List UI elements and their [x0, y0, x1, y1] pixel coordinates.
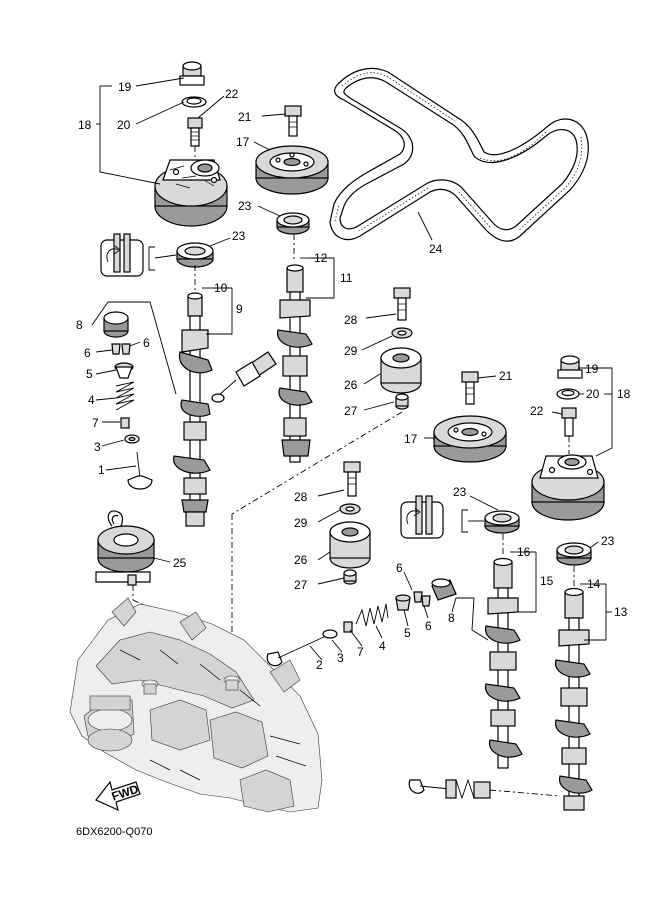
callout-26-upper: 26	[344, 378, 358, 392]
camshaft-right-a	[485, 534, 523, 769]
apply-grease-icon-right	[400, 495, 484, 539]
tensioner-parts-upper	[231, 287, 422, 676]
callout-17-right: 17	[404, 432, 418, 446]
fwd-label: FWD	[110, 782, 141, 804]
callout-12: 12	[314, 251, 328, 265]
callout-13: 13	[614, 605, 628, 619]
callout-29-upper: 29	[344, 344, 358, 358]
cam-pulley-right	[433, 371, 507, 463]
callout-19: 19	[118, 80, 132, 94]
camshaft-middle	[277, 234, 313, 463]
callout-4-lower: 4	[379, 639, 386, 653]
callout-18-right: 18	[617, 387, 631, 401]
callout-19-right: 19	[585, 362, 599, 376]
callout-26-lower: 26	[294, 553, 308, 567]
callout-27-upper: 27	[344, 404, 358, 418]
valve-assembly-angled	[211, 351, 277, 403]
callout-6-lower-a: 6	[396, 561, 403, 575]
callout-2: 2	[316, 658, 323, 672]
fwd-arrow-icon: FWD	[95, 780, 141, 812]
oil-seal-left-upper	[276, 212, 310, 235]
callout-22-right: 22	[530, 404, 544, 418]
callout-3-left: 3	[94, 440, 101, 454]
right-cam-pulley-assembly	[531, 355, 605, 521]
callout-4-left: 4	[88, 393, 95, 407]
camshaft-right-b	[555, 566, 593, 811]
callout-23-right-a: 23	[453, 485, 467, 499]
callout-15: 15	[540, 574, 554, 588]
oil-seal-right-b	[556, 542, 592, 566]
oil-seal-left-lower	[176, 242, 214, 268]
callout-21-right: 21	[499, 369, 513, 383]
tensioner-parts-lower	[329, 461, 371, 585]
callout-23-right-b: 23	[601, 534, 615, 548]
callout-5-lower: 5	[404, 626, 411, 640]
valve-train-parts-lower	[266, 578, 457, 667]
timing-belt	[329, 67, 589, 242]
callout-7-lower: 7	[357, 645, 364, 659]
callout-7-left: 7	[92, 416, 99, 430]
callout-5-left: 5	[86, 367, 93, 381]
callout-28-lower: 28	[294, 490, 308, 504]
callout-9: 9	[236, 302, 243, 316]
callout-10: 10	[214, 281, 228, 295]
callout-23-upper: 23	[238, 199, 252, 213]
callout-6-lower-b: 6	[425, 619, 432, 633]
callout-24: 24	[429, 242, 443, 256]
callout-11: 11	[340, 271, 353, 285]
callout-8-left: 8	[76, 318, 83, 332]
cylinder-block-outline	[69, 597, 323, 813]
callout-14: 14	[587, 577, 601, 591]
callout-21: 21	[238, 110, 252, 124]
camshaft-left-a	[173, 265, 213, 527]
callout-labels: 19 20 18 22 21 17 23 23 24 12 11 10 9 8 …	[76, 80, 631, 672]
callout-1: 1	[98, 463, 105, 477]
oil-seal-right-a	[484, 510, 520, 534]
callout-20-right: 20	[586, 387, 600, 401]
callout-6-left-a: 6	[84, 346, 91, 360]
cam-pulley-upper-middle	[255, 105, 329, 195]
callout-3-lower: 3	[337, 651, 344, 665]
callout-18: 18	[78, 118, 92, 132]
left-cam-pulley-assembly	[154, 61, 228, 227]
callout-23-lower: 23	[232, 229, 246, 243]
callout-28-upper: 28	[344, 313, 358, 327]
callout-27-lower: 27	[294, 578, 308, 592]
leader-lines	[91, 77, 613, 661]
callout-25: 25	[173, 556, 187, 570]
callout-8-lower: 8	[448, 611, 455, 625]
valve-assembly-bottom	[408, 778, 561, 800]
callout-17: 17	[236, 135, 250, 149]
callout-16: 16	[517, 545, 531, 559]
callout-20: 20	[117, 118, 131, 132]
callout-29-lower: 29	[294, 516, 308, 530]
apply-grease-icon-left	[100, 233, 177, 277]
callout-6-left-b: 6	[143, 336, 150, 350]
diagram-code: 6DX6200-Q070	[76, 826, 152, 838]
valve-train-parts-left	[103, 311, 153, 490]
callout-22: 22	[225, 87, 239, 101]
